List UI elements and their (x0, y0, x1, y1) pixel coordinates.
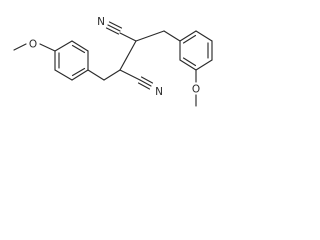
bond-ch2-ch-lower (103, 69, 121, 81)
bond-ch-cn-upper (119, 32, 137, 42)
bond-o-ring-left (39, 43, 56, 52)
oxygen-label-right: O (192, 84, 200, 96)
ring-right-bond-4 (195, 59, 213, 71)
bond-ch2-ring-right (163, 30, 181, 42)
bond-ring-ch2-left (87, 69, 105, 81)
benzene-ring-right (179, 30, 213, 71)
molecule-canvas: O N N O (0, 0, 292, 129)
structure-diagram: O N N O (13, 16, 213, 107)
nitrogen-label-upper: N (97, 16, 105, 28)
bond-ch-ch-backbone (119, 40, 137, 71)
nitrogen-label-lower: N (155, 86, 163, 98)
oxygen-label-left: O (29, 39, 37, 51)
ring-left-bond-2 (71, 40, 89, 52)
ring-right-bond-2 (195, 30, 213, 42)
ring-right-bond-1 (179, 30, 197, 42)
ring-right-double-1 (182, 34, 197, 44)
triple-bond-upper (105, 21, 123, 35)
ring-right-bond-5 (179, 59, 197, 71)
ring-right-double-3 (182, 57, 197, 67)
bond-methyl-o-left (13, 43, 27, 51)
ring-left-bond-1 (54, 40, 73, 52)
bond-ch-cn-lower (119, 69, 141, 81)
ring-left-double-1 (71, 44, 86, 54)
ring-left-double-2 (71, 67, 86, 77)
triple-bond-lower (137, 76, 154, 90)
ring-left-bond-4 (71, 69, 89, 81)
bond-ch-ch2-right (135, 30, 165, 42)
benzene-ring-left (54, 40, 89, 81)
ring-left-bond-5 (54, 69, 73, 81)
